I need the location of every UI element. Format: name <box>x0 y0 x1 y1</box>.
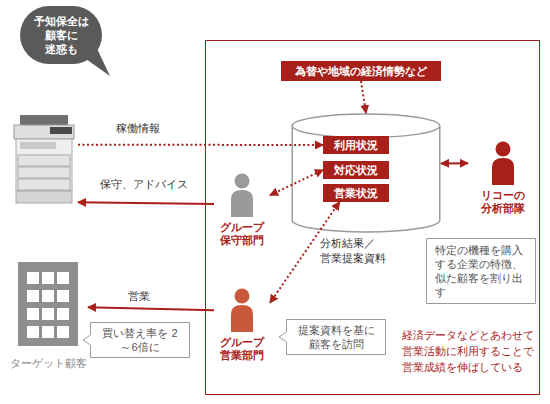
building-window <box>42 272 54 284</box>
node-text: 予知保全は 顧客に 迷惑も <box>30 14 92 56</box>
arrow-connector <box>88 307 214 310</box>
building-window <box>42 290 54 302</box>
copier-drawing <box>10 115 78 205</box>
dotted-connector <box>78 144 323 146</box>
data-box: 利用状況 <box>323 136 389 154</box>
building-window <box>42 326 54 338</box>
node-text: 利用状況 <box>334 139 378 152</box>
edge-label: 分析結果／ 営業提案資料 <box>320 236 400 266</box>
copier-illustration <box>10 115 78 205</box>
person-icon <box>488 141 518 185</box>
copier-part <box>18 167 70 178</box>
edge-label: 営業 <box>128 289 150 304</box>
sales-person: グループ 営業部門 <box>214 288 270 362</box>
person-head <box>235 289 250 304</box>
building-drawing <box>18 262 78 346</box>
copier-part <box>50 127 72 134</box>
arrow-connector <box>441 162 468 164</box>
person-icon <box>227 288 257 332</box>
edge-label: 保守、アドバイス <box>100 177 188 192</box>
person-head <box>496 142 511 157</box>
customer-building: ターゲット顧客 <box>8 262 88 370</box>
building-body <box>18 262 78 346</box>
person-body <box>231 305 253 332</box>
node-text: グループ 保守部門 <box>214 221 270 247</box>
note-callout: 特定の機種を購入する企業の特徴、似た顧客を割り出す <box>426 238 536 304</box>
copier-part <box>18 179 70 190</box>
node-text: 対応状況 <box>334 164 378 177</box>
node-text: 特定の機種を購入する企業の特徴、似た顧客を割り出す <box>435 243 527 299</box>
system-frame: 為替や地域の経済情勢など利用状況対応状況営業状況リコーの 分析部隊グループ 保守… <box>205 40 540 395</box>
bubble-body <box>20 6 102 64</box>
building-window <box>42 308 54 320</box>
building-window <box>57 308 69 320</box>
maintenance-person: グループ 保守部門 <box>214 173 270 247</box>
callout-border <box>427 239 536 304</box>
analyst-person: リコーの 分析部隊 <box>468 141 538 215</box>
building-window <box>57 326 69 338</box>
database-cylinder: 利用状況対応状況営業状況 <box>291 113 441 233</box>
cylinder-top <box>292 114 440 138</box>
edge-label: 稼働情報 <box>116 121 160 136</box>
data-box: 対応状況 <box>323 161 389 179</box>
data-box: 営業状況 <box>323 184 389 202</box>
node-text: 営業状況 <box>334 187 378 200</box>
copier-part <box>20 142 56 149</box>
building-window <box>57 272 69 284</box>
node-text: 提案資料を基に 顧客を訪問 <box>294 323 378 351</box>
arrow-connector <box>78 202 214 204</box>
building-window <box>27 272 39 284</box>
copier-part <box>20 115 68 125</box>
building-window <box>57 290 69 302</box>
note-callout: 提案資料を基に 顧客を訪問 <box>286 319 386 355</box>
copier-part <box>16 191 72 203</box>
building-window <box>27 290 39 302</box>
building-window <box>27 326 39 338</box>
copier-part <box>18 155 70 166</box>
copier-part <box>16 139 72 191</box>
node-text: 為替や地域の経済情勢など <box>295 65 427 78</box>
speech-bubble: 予知保全は 顧客に 迷惑も <box>20 6 102 64</box>
callout-border <box>279 320 386 355</box>
node-text: 買い替え率を 2～6倍に <box>98 326 182 354</box>
note-text: 経済データなどとあわせて 営業活動に利用することで 営業成績を伸ばしている <box>402 327 538 375</box>
person-head <box>235 174 250 189</box>
economy-banner: 為替や地域の経済情勢など <box>281 61 441 81</box>
node-text: グループ 営業部門 <box>214 336 270 362</box>
cylinder-body <box>292 126 440 232</box>
callout-border <box>83 323 190 358</box>
person-body <box>231 190 253 217</box>
node-text: リコーの 分析部隊 <box>468 189 538 215</box>
person-body <box>492 158 514 185</box>
copier-part <box>14 125 74 139</box>
building-window <box>27 308 39 320</box>
node-text: ターゲット顧客 <box>10 356 87 370</box>
dotted-connector <box>361 81 366 113</box>
note-callout: 買い替え率を 2～6倍に <box>90 322 190 358</box>
person-icon <box>227 173 257 217</box>
